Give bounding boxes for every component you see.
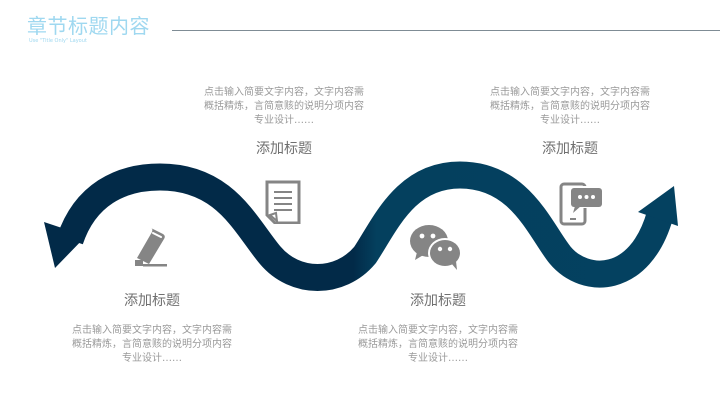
step-4-block: 点击输入简要文字内容，文字内容需 概括精炼，言简意赅的说明分项内容 专业设计……… (470, 86, 670, 158)
right-arrowhead (638, 186, 678, 226)
document-icon (265, 180, 301, 224)
step-2-desc-line3: 专业设计…… (254, 115, 314, 126)
slide-subtitle: Use "Title Only" Layout (29, 38, 87, 44)
step-1-desc-line2: 概括精炼，言简意赅的说明分项内容 (72, 339, 232, 350)
step-3-desc-line1: 点击输入简要文字内容，文字内容需 (358, 325, 518, 336)
step-4-heading: 添加标题 (542, 141, 598, 157)
step-2-heading: 添加标题 (256, 141, 312, 157)
step-1-heading: 添加标题 (124, 293, 180, 309)
step-1-desc-line3: 专业设计…… (122, 353, 182, 364)
step-2-desc-line1: 点击输入简要文字内容，文字内容需 (204, 87, 364, 98)
slide-title: 章节标题内容 (27, 14, 150, 38)
left-arrowhead (44, 222, 86, 268)
step-4-desc-line2: 概括精炼，言简意赅的说明分项内容 (490, 101, 650, 112)
wave-band (57, 161, 673, 291)
step-4-desc-line3: 专业设计…… (540, 115, 600, 126)
chat-bubbles-icon (410, 225, 462, 270)
step-3-desc-line3: 专业设计…… (408, 353, 468, 364)
step-1-desc-line1: 点击输入简要文字内容，文字内容需 (72, 325, 232, 336)
step-3-heading: 添加标题 (410, 293, 466, 309)
step-4-desc-line1: 点击输入简要文字内容，文字内容需 (490, 87, 650, 98)
eraser-icon (135, 228, 167, 267)
step-3-desc-line2: 概括精炼，言简意赅的说明分项内容 (358, 339, 518, 350)
step-1-block: 添加标题 点击输入简要文字内容，文字内容需 概括精炼，言简意赅的说明分项内容 专… (52, 292, 252, 366)
step-3-block: 添加标题 点击输入简要文字内容，文字内容需 概括精炼，言简意赅的说明分项内容 专… (338, 292, 538, 366)
phone-message-icon (559, 182, 603, 226)
step-2-block: 点击输入简要文字内容，文字内容需 概括精炼，言简意赅的说明分项内容 专业设计……… (184, 86, 384, 158)
title-divider (172, 30, 720, 31)
step-2-desc-line2: 概括精炼，言简意赅的说明分项内容 (204, 101, 364, 112)
